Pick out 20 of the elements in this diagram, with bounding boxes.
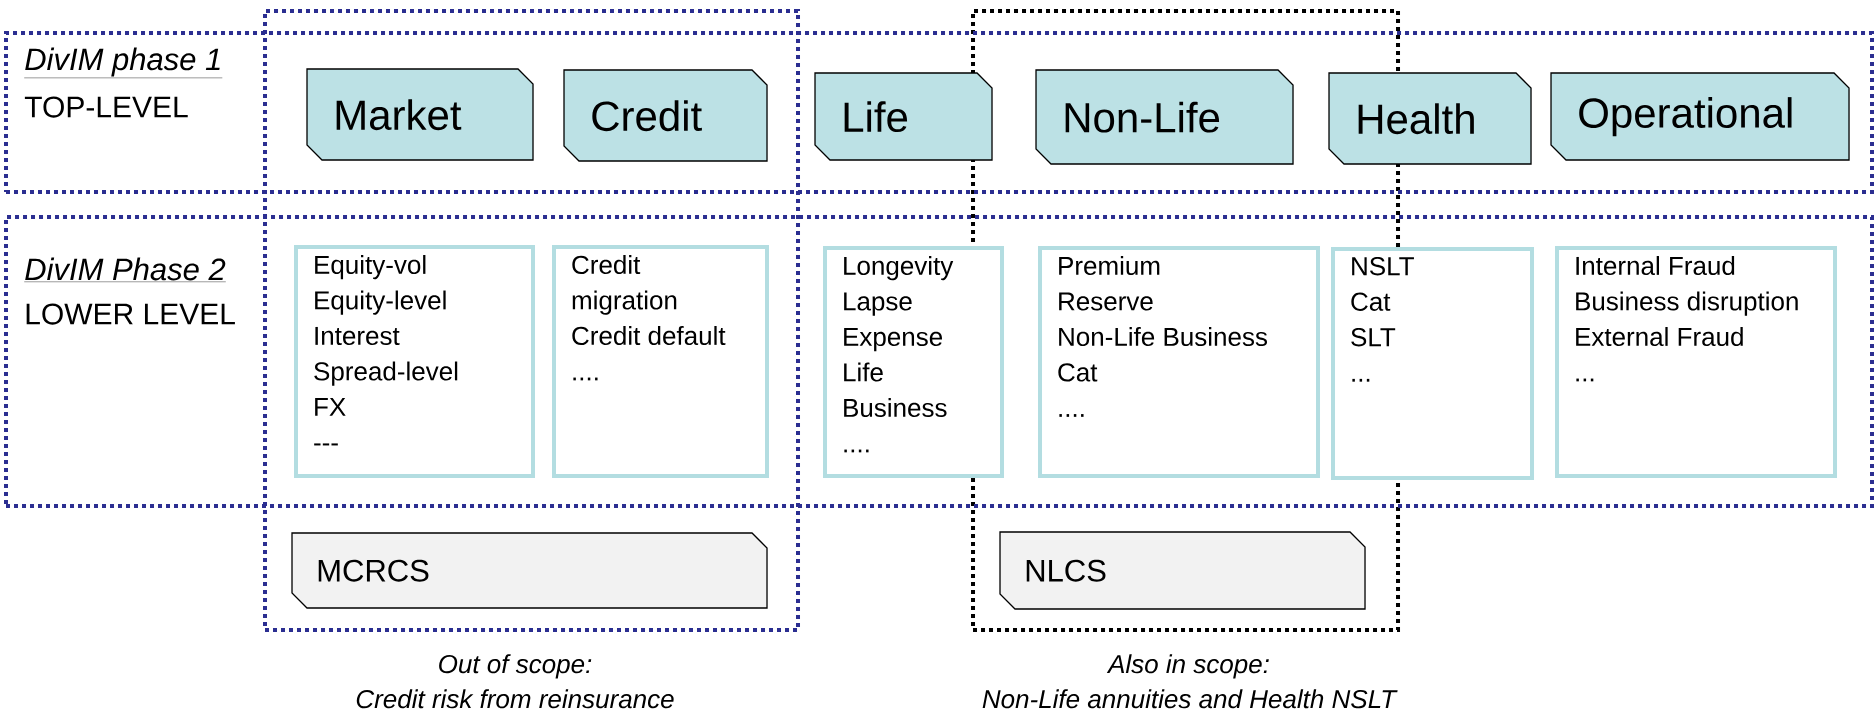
risk-category-box: Operational (1550, 72, 1850, 161)
risk-category-box: Non-Life (1035, 69, 1294, 165)
risk-category-box: Life (814, 72, 993, 161)
model-box: NLCS (999, 531, 1366, 610)
risk-category-box: Credit (563, 69, 768, 162)
sub-risk-list: Premium Reserve Non-Life Business Cat .... (1038, 246, 1320, 478)
scope-note: Out of scope: Credit risk from reinsurance (356, 654, 674, 709)
sub-risk-list: Longevity Lapse Expense Life Business .... (823, 246, 1004, 478)
sub-risk-list: Credit migration Credit default .... (552, 245, 769, 478)
level-subheading: TOP-LEVEL (24, 96, 188, 118)
risk-category-box: Market (306, 68, 534, 161)
level-heading: DivIM Phase 2 (24, 257, 226, 282)
level-heading: DivIM phase 1 (24, 47, 223, 79)
model-box: MCRCS (291, 532, 768, 609)
level-subheading: LOWER LEVEL (26, 303, 235, 325)
sub-risk-list: NSLT Cat SLT ... (1331, 247, 1534, 480)
scope-note: Also in scope: Non-Life annuities and Health NSLT (982, 654, 1398, 709)
sub-risk-list: Equity-vol Equity-level Interest Spread-level FX --- (294, 245, 535, 478)
risk-category-box: Health (1328, 72, 1532, 165)
sub-risk-list: Internal Fraud Business disruption External Fraud ... (1555, 246, 1837, 478)
